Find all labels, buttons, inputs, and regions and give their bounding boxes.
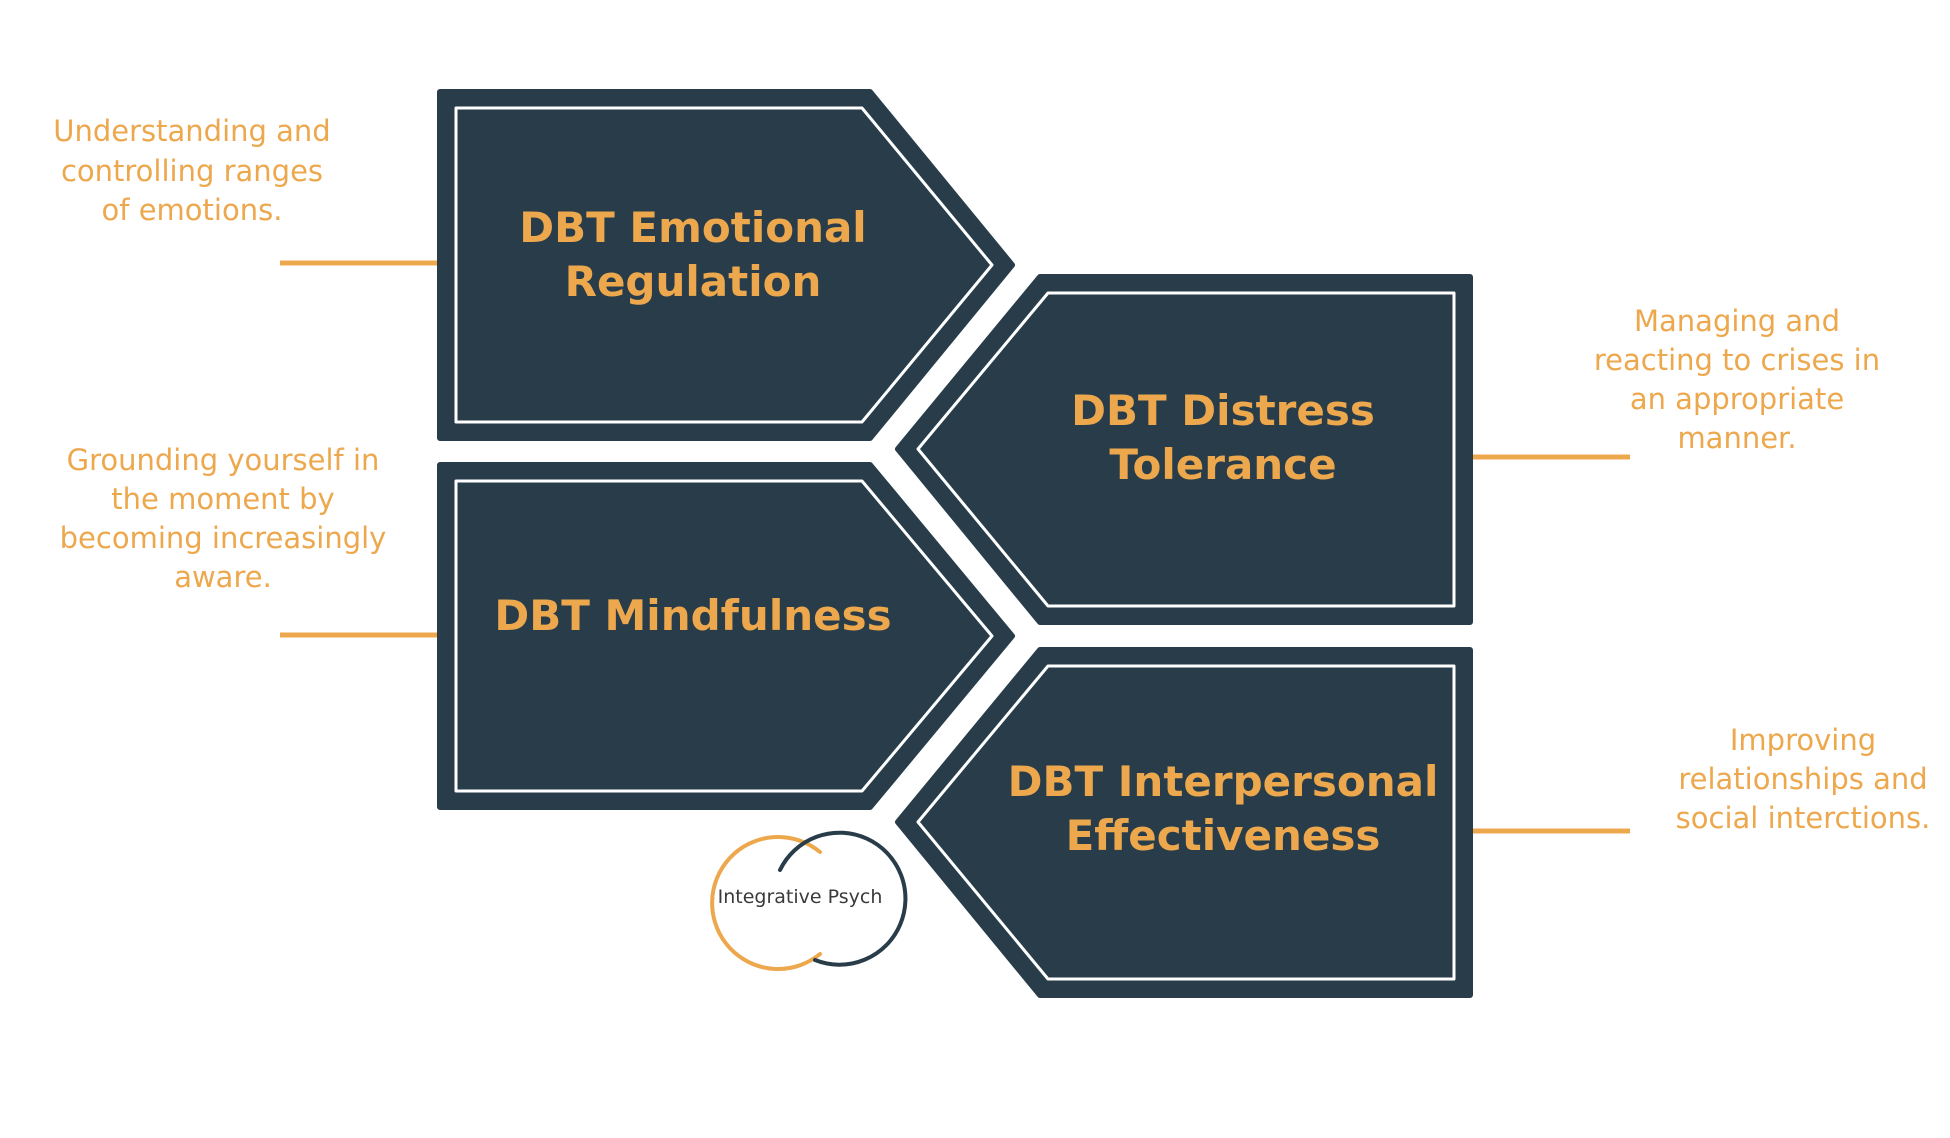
description-emotional-regulation: Understanding and controlling ranges of em… — [53, 114, 330, 227]
block-title-line: DBT Emotional — [519, 203, 866, 252]
block-shape — [437, 462, 1015, 810]
skill-descriptions: Understanding and controlling ranges of em… — [53, 114, 1930, 835]
description-line: Grounding yourself in — [67, 443, 380, 477]
description-distress-tolerance: Managing and reacting to crises in an appr… — [1594, 304, 1880, 455]
block-title-line: Effectiveness — [1066, 811, 1381, 860]
description-line: Managing and — [1634, 304, 1840, 338]
description-line: of emotions. — [102, 193, 283, 227]
connector-lines — [280, 260, 1630, 834]
two-interlocking-rings-logo-icon — [710, 830, 908, 971]
block-shape — [895, 647, 1473, 998]
integrative-psych-logo: Integrative Psych — [710, 830, 908, 971]
skill-block-mindfulness: DBT Mindfulness — [437, 462, 1015, 810]
description-interpersonal-effectiveness: Improving relationships and social interct… — [1676, 723, 1931, 835]
description-line: manner. — [1677, 421, 1796, 455]
description-line: the moment by — [111, 482, 334, 516]
logo-ring-orange — [710, 835, 822, 971]
description-line: becoming increasingly — [60, 521, 387, 555]
block-shape — [895, 274, 1473, 625]
description-line: reacting to crises in — [1594, 343, 1880, 377]
block-title-line: DBT Mindfulness — [494, 591, 891, 640]
block-shape — [437, 89, 1015, 441]
block-inner-outline — [916, 664, 1456, 981]
description-line: Understanding and — [53, 114, 330, 148]
block-inner-outline — [454, 479, 994, 793]
description-line: controlling ranges — [61, 154, 323, 188]
description-line: aware. — [174, 560, 272, 594]
description-line: social interctions. — [1676, 801, 1931, 835]
description-line: Improving — [1730, 723, 1876, 757]
description-mindfulness: Grounding yourself in the moment by becomi… — [60, 443, 387, 594]
description-line: an appropriate — [1630, 382, 1844, 416]
description-line: relationships and — [1678, 762, 1927, 796]
block-inner-outline — [916, 291, 1456, 608]
block-title-line: DBT Distress — [1071, 386, 1375, 435]
block-title-line: Regulation — [565, 257, 822, 306]
block-inner-outline — [454, 106, 994, 424]
logo-text: Integrative Psych — [718, 886, 883, 908]
logo-ring-dark — [778, 830, 908, 967]
block-title-line: Tolerance — [1109, 440, 1336, 489]
block-title-line: DBT Interpersonal — [1008, 757, 1439, 806]
